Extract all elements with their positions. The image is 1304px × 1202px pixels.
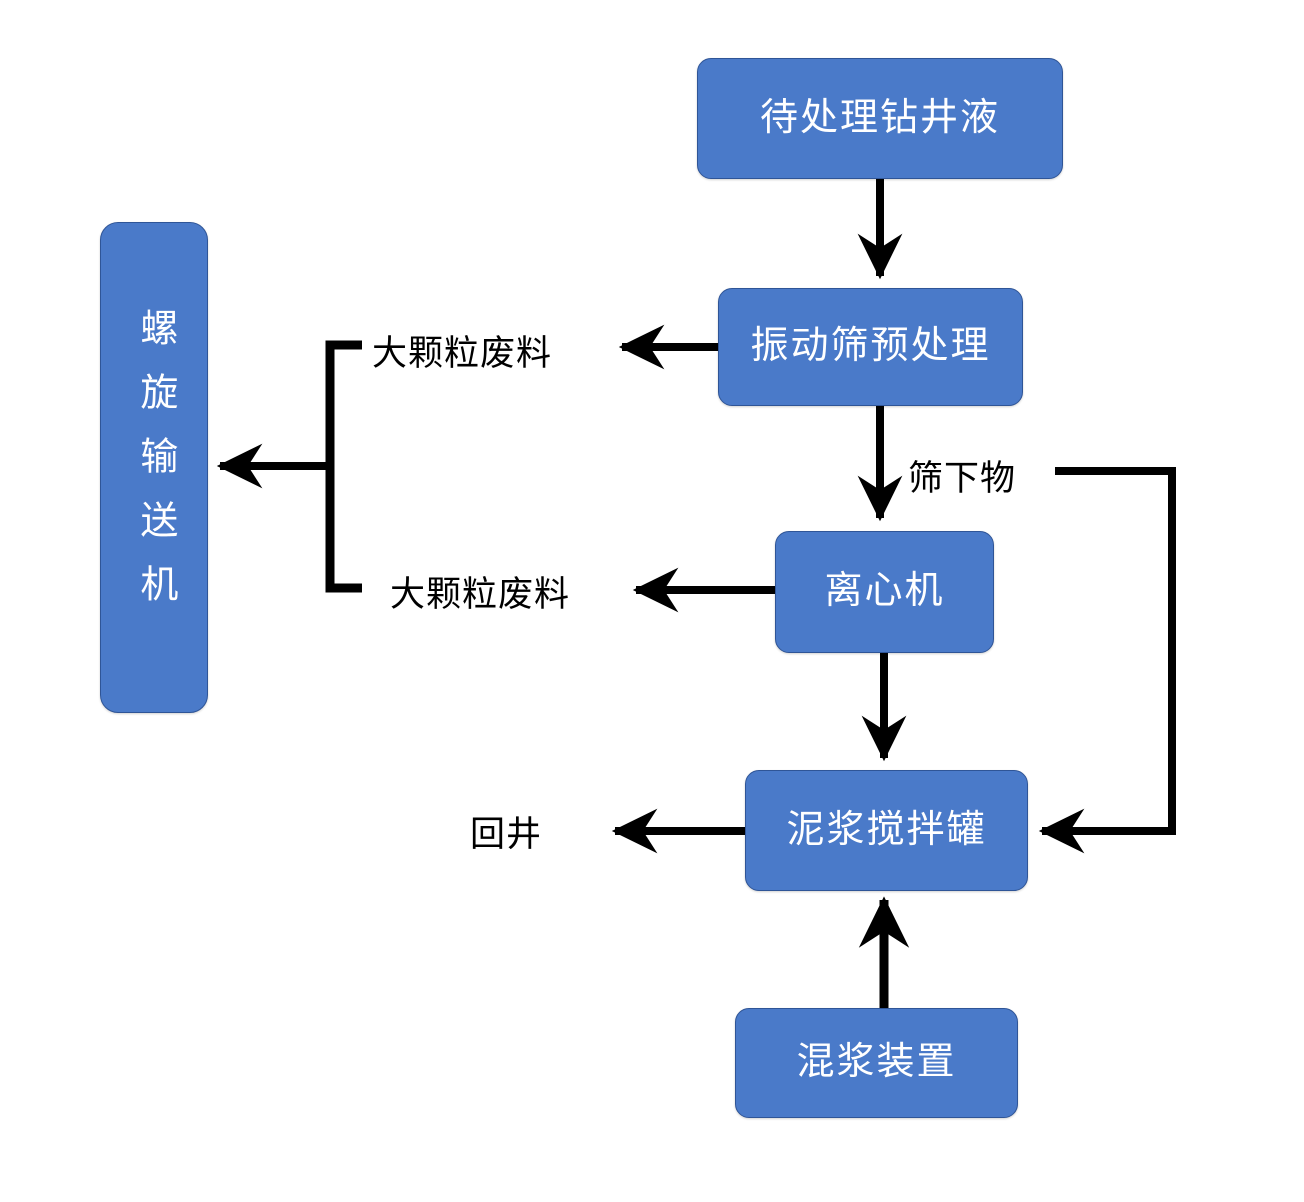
edge-label-coarse-waste-shaker: 大颗粒废料: [372, 334, 553, 373]
node-raw-drilling-fluid[interactable]: 待处理钻井液: [697, 58, 1063, 179]
node-mud-mixing-tank-label: 泥浆搅拌罐: [786, 808, 987, 851]
node-screw-conveyor[interactable]: 螺旋输送机: [100, 222, 208, 713]
edge-label-return-to-well: 回井: [470, 815, 543, 854]
edge-waste-bracket-to-conveyor: [216, 340, 362, 593]
edge-underflow-to-mud-tank: [1038, 467, 1176, 854]
node-mixing-device-label: 混浆装置: [796, 1041, 957, 1084]
node-raw-drilling-fluid-label: 待处理钻井液: [759, 96, 1000, 139]
node-centrifuge-label: 离心机: [824, 570, 945, 613]
node-centrifuge[interactable]: 离心机: [775, 531, 994, 653]
node-mixing-device[interactable]: 混浆装置: [735, 1008, 1018, 1118]
node-mud-mixing-tank[interactable]: 泥浆搅拌罐: [745, 770, 1028, 891]
edge-label-screen-underflow: 筛下物: [908, 459, 1017, 498]
node-shale-shaker[interactable]: 振动筛预处理: [718, 288, 1023, 406]
node-shale-shaker-label: 振动筛预处理: [750, 325, 991, 368]
edge-label-coarse-waste-centrifuge: 大颗粒废料: [390, 575, 571, 614]
node-screw-conveyor-label: 螺旋输送机: [133, 307, 176, 628]
